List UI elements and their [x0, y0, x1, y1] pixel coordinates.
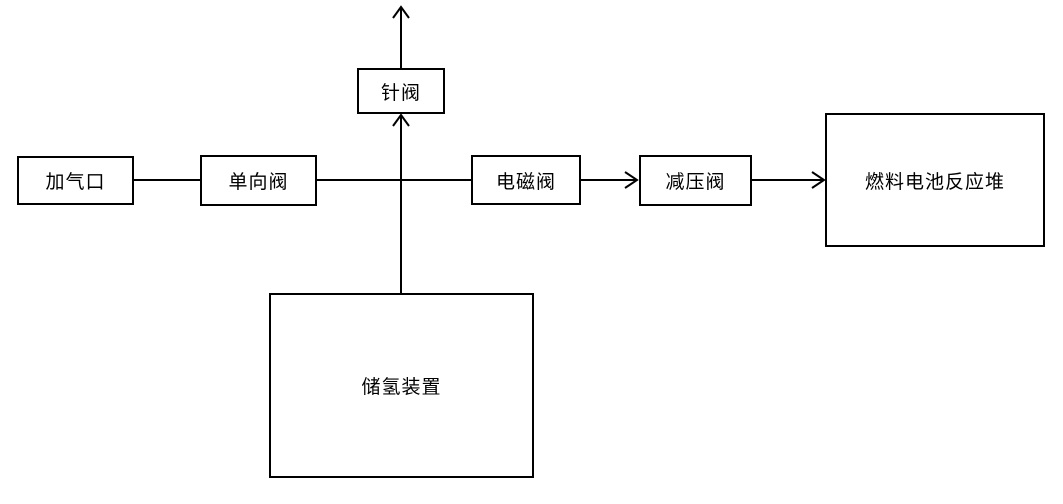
- node-needle-valve: 针阀: [357, 68, 445, 114]
- node-check-valve-label: 单向阀: [228, 171, 289, 193]
- node-pressure-reducer: 减压阀: [639, 155, 752, 206]
- node-pressure-reducer-label: 减压阀: [665, 171, 726, 193]
- node-check-valve: 单向阀: [200, 155, 317, 206]
- arrowhead-reducer-in: [624, 171, 639, 189]
- node-solenoid-valve: 电磁阀: [471, 155, 581, 205]
- node-solenoid-valve-label: 电磁阀: [495, 170, 556, 193]
- node-needle-valve-label: 针阀: [380, 81, 421, 104]
- node-hydrogen-storage-label: 储氢装置: [361, 376, 442, 398]
- arrowhead-outlet-top: [392, 5, 410, 19]
- node-fuel-cell-stack: 燃料电池反应堆: [825, 113, 1045, 247]
- node-fuel-cell-stack-label: 燃料电池反应堆: [864, 170, 1005, 193]
- node-hydrogen-storage: 储氢装置: [269, 293, 534, 478]
- arrowhead-needle-valve-in: [392, 113, 410, 127]
- arrowhead-fuel-cell-in: [811, 171, 826, 189]
- node-inlet-label: 加气口: [45, 171, 106, 193]
- node-inlet: 加气口: [17, 156, 134, 205]
